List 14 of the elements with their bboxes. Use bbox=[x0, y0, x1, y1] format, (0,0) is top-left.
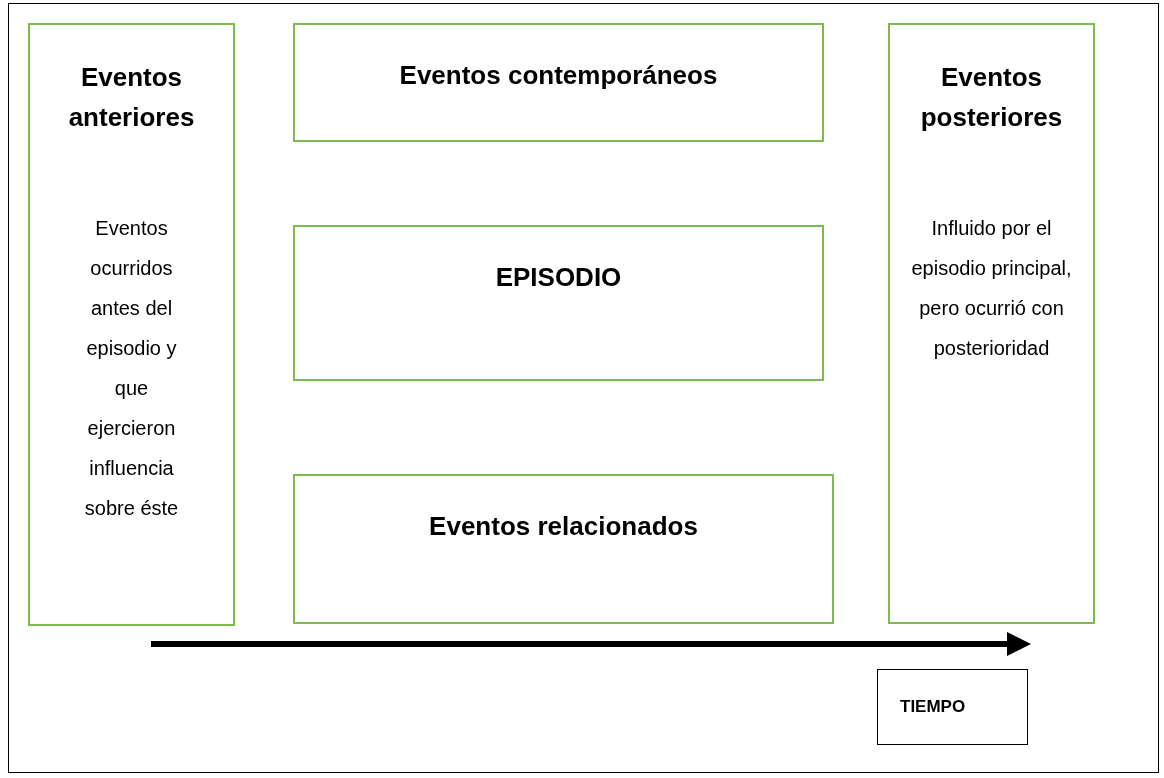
event-box bbox=[28, 23, 235, 626]
box-heading: EPISODIO bbox=[495, 261, 622, 294]
box-heading: Eventos contemporáneos bbox=[399, 59, 718, 92]
event-box bbox=[293, 474, 834, 624]
event-box bbox=[293, 23, 824, 142]
box-heading: Eventos relacionados bbox=[429, 510, 698, 543]
label-box bbox=[877, 669, 1028, 745]
box-description: Eventos ocurridos antes del episodio y que ejercieron influencia sobre éste bbox=[83, 215, 180, 521]
event-box bbox=[293, 225, 824, 381]
box-heading: Eventos anteriores bbox=[67, 61, 196, 135]
box-heading: Eventos posteriores bbox=[919, 61, 1064, 135]
box-heading: TIEMPO bbox=[900, 696, 966, 718]
event-box bbox=[888, 23, 1095, 624]
box-description: Influido por el episodio principal, pero ocurrió con posterioridad bbox=[910, 215, 1073, 361]
